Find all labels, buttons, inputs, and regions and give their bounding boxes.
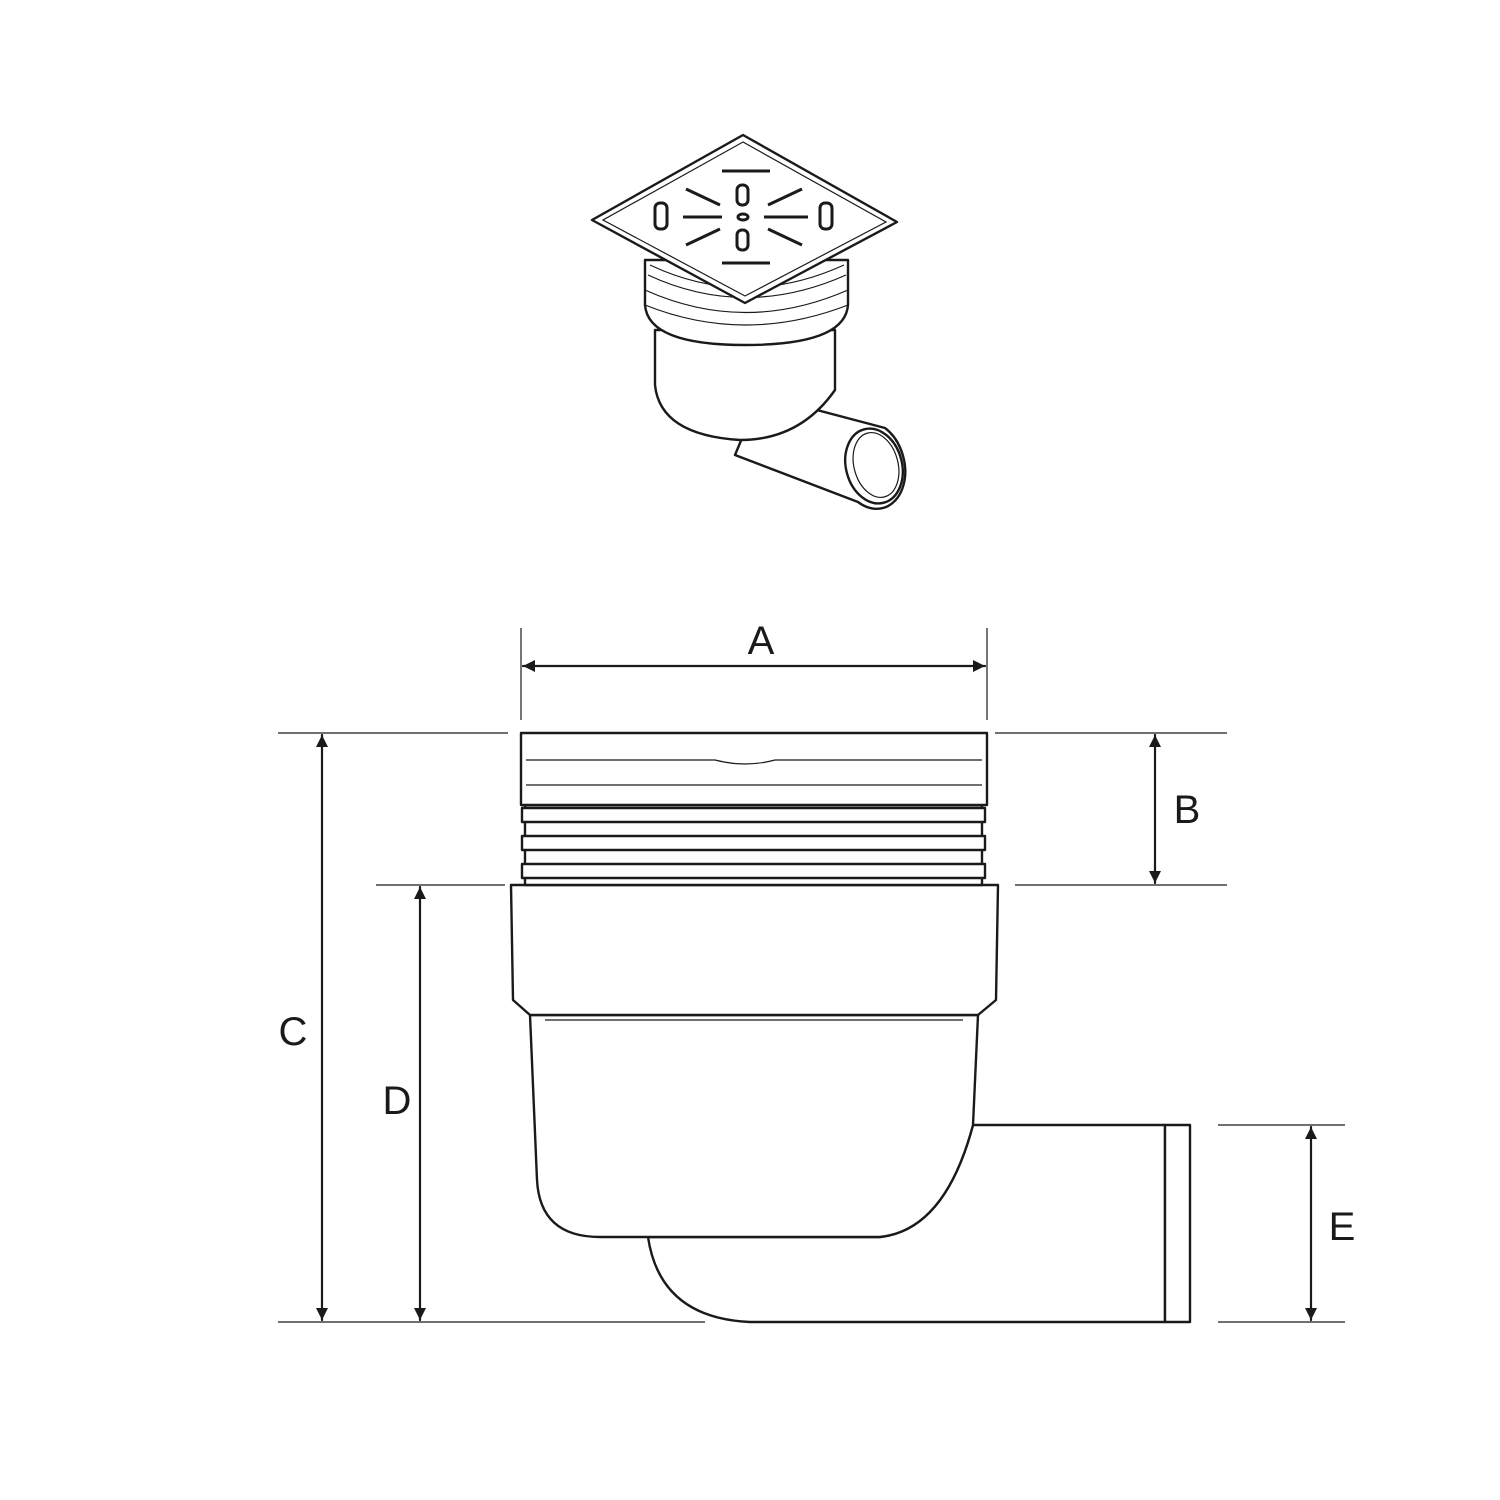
drain-front-view (509, 731, 1192, 1324)
dimension-label-d: D (383, 1079, 412, 1123)
dimension-label-e: E (1329, 1205, 1356, 1249)
dimension-lines (278, 628, 1345, 1323)
drain-isometric-view (590, 133, 907, 510)
dimension-label-a: A (748, 619, 775, 663)
dimension-label-b: B (1174, 788, 1201, 832)
grate-slots (653, 169, 834, 265)
dimension-labels: A B C D E (279, 619, 1356, 1249)
dimension-label-c: C (279, 1010, 308, 1054)
